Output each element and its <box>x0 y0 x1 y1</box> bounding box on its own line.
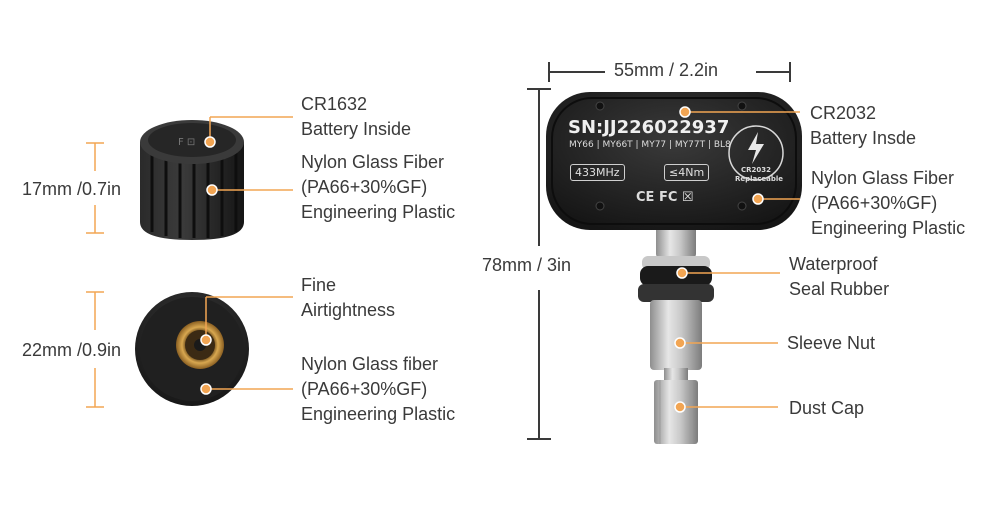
dimension-height-main: 78mm / 3in <box>482 255 572 275</box>
battery-badge-line1: CR2032 <box>741 166 772 174</box>
frequency-box: 433MHz <box>570 164 625 181</box>
callout-seal-rubber: Waterproof Seal Rubber <box>789 254 890 299</box>
callout-dust-cap: Dust Cap <box>789 398 865 418</box>
dimension-height-small: 17mm /0.7in <box>22 179 122 199</box>
torque-box: ≤4Nm <box>664 164 710 181</box>
small-sensor-top <box>135 292 249 406</box>
serial-number: SN:JJ226022937 <box>568 117 730 138</box>
callout-dots <box>200 106 764 413</box>
dimension-width-main: 55mm / 2.2in <box>614 60 719 80</box>
small-sensor-side: F ⊡ <box>140 120 244 240</box>
callout-lines <box>205 111 800 408</box>
valve-sensor <box>546 92 802 444</box>
dimension-diameter-small: 22mm /0.9in <box>22 340 122 360</box>
callout-airtightness: Fine Airtightness <box>301 275 396 320</box>
svg-text:F ⊡: F ⊡ <box>178 137 195 148</box>
callout-sleeve-nut: Sleeve Nut <box>787 333 876 353</box>
callout-nylon-bottom: Nylon Glass fiber (PA66+30%GF) Engineeri… <box>301 354 456 424</box>
cert-marks: CE FC ☒ <box>636 190 694 205</box>
callout-cr2032: CR2032 Battery Insde <box>810 103 917 148</box>
callout-nylon-right: Nylon Glass Fiber (PA66+30%GF) Engineeri… <box>811 168 966 238</box>
model-list: MY66 | MY66T | MY77 | MY77T | BL8 <box>569 140 731 150</box>
battery-badge-line2: Replaceable <box>735 175 784 183</box>
callout-nylon-top: Nylon Glass Fiber (PA66+30%GF) Engineeri… <box>301 152 456 222</box>
dimension-lines <box>86 62 791 440</box>
callout-cr1632: CR1632 Battery Inside <box>301 94 412 139</box>
